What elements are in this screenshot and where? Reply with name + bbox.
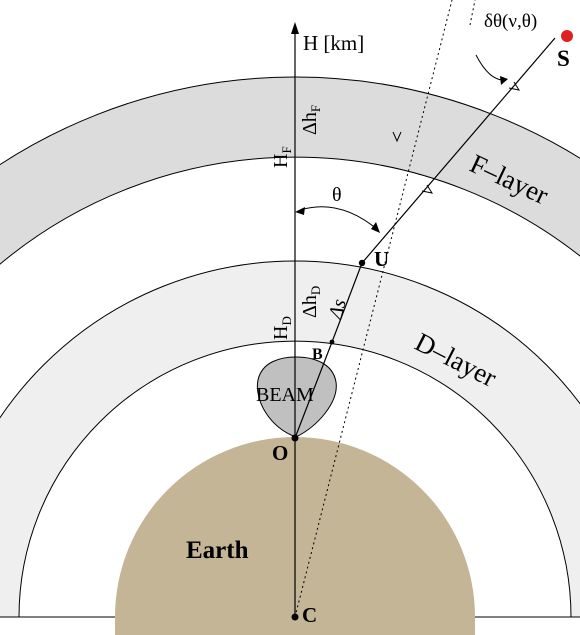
ray-arrow-1	[508, 81, 521, 91]
d-layer-band	[0, 260, 580, 618]
ray-arrow-2	[421, 184, 434, 194]
delta-theta-label: δθ(ν,θ)	[484, 11, 537, 32]
ray-s-to-u	[361, 37, 556, 264]
u-label: U	[374, 247, 389, 271]
b-label: B	[312, 346, 323, 363]
point-o	[291, 434, 299, 442]
source-point	[561, 30, 573, 42]
theta-arc	[299, 206, 379, 231]
dotted-line-c-to-u-extended	[294, 0, 453, 618]
axis-label: H [km]	[303, 31, 364, 55]
f-layer-band	[0, 76, 580, 618]
point-c	[291, 613, 299, 621]
dh-f-label: ΔhF	[299, 105, 323, 135]
beam-blob	[256, 356, 337, 438]
earth-label: Earth	[186, 537, 249, 564]
delta-theta-arc	[475, 54, 507, 81]
source-label: S	[557, 46, 570, 71]
theta-arc-arrowhead-left	[295, 207, 305, 215]
theta-label: θ	[332, 184, 342, 206]
o-label: O	[272, 441, 288, 465]
dotted-line-vertical-extension	[469, 0, 476, 26]
beam-label: BEAM	[256, 384, 314, 406]
point-u	[358, 259, 366, 267]
height-axis-arrowhead	[291, 22, 299, 34]
delta-theta-arc-arrowhead	[500, 76, 508, 85]
point-b	[329, 339, 335, 345]
theta-arc-arrowhead-right	[371, 222, 380, 233]
h-d-label: HD	[270, 316, 294, 340]
h-f-label: HF	[270, 146, 294, 168]
c-label: C	[302, 603, 317, 627]
ray-arrow-3	[392, 131, 402, 143]
dh-d-label: ΔhD	[299, 286, 323, 318]
